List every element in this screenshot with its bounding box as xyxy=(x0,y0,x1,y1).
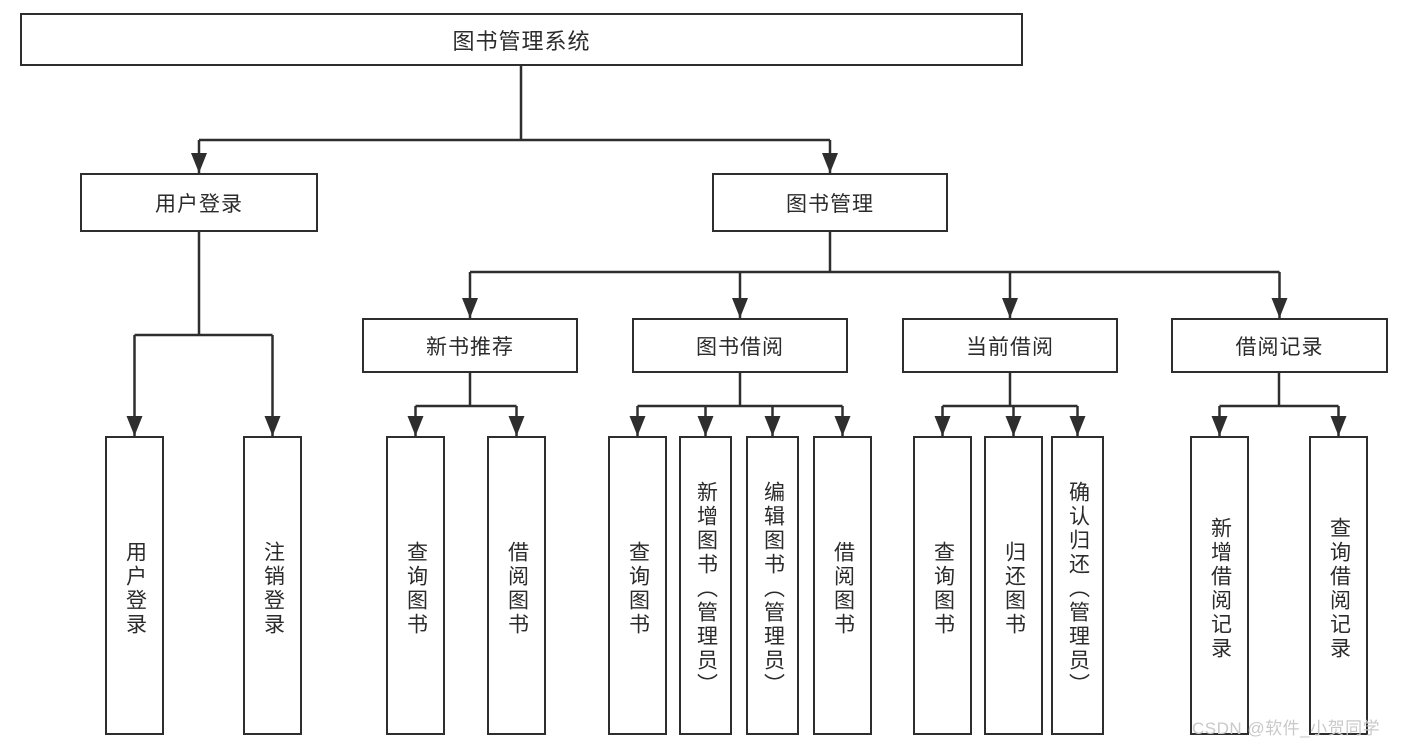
arrow-head-icon xyxy=(1005,416,1022,436)
node-label: 查询借阅记录 xyxy=(1327,516,1351,661)
node-label: 新增图书（管理员） xyxy=(694,480,718,697)
node-label: 查询图书 xyxy=(626,540,650,637)
node-label: 图书管理 xyxy=(786,192,874,216)
node-label: 借阅图书 xyxy=(831,540,855,637)
arrow-head-icon xyxy=(462,298,478,318)
node-borrow-record[interactable]: 借阅记录 xyxy=(1171,318,1388,373)
node-leaf-confirm-return[interactable]: 确认归还（管理员） xyxy=(1051,436,1104,735)
arrow-head-icon xyxy=(1271,298,1288,318)
node-leaf-query-book-1[interactable]: 查询图书 xyxy=(386,436,445,735)
node-leaf-borrow-book-1[interactable]: 借阅图书 xyxy=(487,436,546,735)
node-leaf-add-record[interactable]: 新增借阅记录 xyxy=(1190,436,1249,735)
node-leaf-add-book[interactable]: 新增图书（管理员） xyxy=(679,436,732,735)
node-root[interactable]: 图书管理系统 xyxy=(20,13,1023,66)
arrow-head-icon xyxy=(834,416,851,436)
node-label: 借阅图书 xyxy=(505,540,529,637)
node-book-borrow[interactable]: 图书借阅 xyxy=(632,318,848,373)
arrow-head-icon xyxy=(1069,416,1086,436)
node-label: 归还图书 xyxy=(1002,540,1026,637)
arrow-head-icon xyxy=(407,416,424,436)
node-label: 注销登录 xyxy=(261,540,285,637)
node-leaf-edit-book[interactable]: 编辑图书（管理员） xyxy=(746,436,799,735)
node-label: 当前借阅 xyxy=(966,335,1054,359)
arrow-head-icon xyxy=(1211,416,1228,436)
node-leaf-query-book-3[interactable]: 查询图书 xyxy=(913,436,972,735)
csdn-watermark: CSDN @软件_小贺同学 xyxy=(1192,719,1381,738)
node-leaf-borrow-book-2[interactable]: 借阅图书 xyxy=(813,436,872,735)
arrow-head-icon xyxy=(508,416,525,436)
node-label: 编辑图书（管理员） xyxy=(761,480,785,697)
node-label: 新增借阅记录 xyxy=(1208,516,1232,661)
arrow-head-icon xyxy=(629,416,646,436)
node-label: 图书管理系统 xyxy=(452,28,591,54)
arrow-head-icon xyxy=(126,416,143,436)
node-leaf-logout[interactable]: 注销登录 xyxy=(243,436,302,735)
node-label: 查询图书 xyxy=(404,540,428,637)
arrow-head-icon xyxy=(264,416,281,436)
node-label: 借阅记录 xyxy=(1235,335,1324,359)
arrow-head-icon xyxy=(191,153,207,173)
node-label: 用户登录 xyxy=(123,540,147,637)
arrow-head-icon xyxy=(697,416,714,436)
node-current-borrow[interactable]: 当前借阅 xyxy=(902,318,1118,373)
node-book-manage[interactable]: 图书管理 xyxy=(712,173,948,232)
arrow-head-icon xyxy=(1330,416,1347,436)
node-leaf-user-login[interactable]: 用户登录 xyxy=(105,436,164,735)
node-label: 确认归还（管理员） xyxy=(1066,480,1090,697)
arrow-head-icon xyxy=(764,416,781,436)
arrow-head-icon xyxy=(732,298,748,318)
node-label: 新书推荐 xyxy=(426,335,514,359)
node-user-login[interactable]: 用户登录 xyxy=(80,173,318,232)
arrow-head-icon xyxy=(934,416,951,436)
node-new-book-rec[interactable]: 新书推荐 xyxy=(362,318,578,373)
node-label: 用户登录 xyxy=(155,192,243,216)
node-label: 查询图书 xyxy=(931,540,955,637)
node-leaf-query-record[interactable]: 查询借阅记录 xyxy=(1309,436,1368,735)
arrow-head-icon xyxy=(1002,298,1018,318)
node-leaf-query-book-2[interactable]: 查询图书 xyxy=(608,436,667,735)
arrow-head-icon xyxy=(822,153,838,173)
node-label: 图书借阅 xyxy=(696,335,784,359)
node-leaf-return-book[interactable]: 归还图书 xyxy=(984,436,1043,735)
